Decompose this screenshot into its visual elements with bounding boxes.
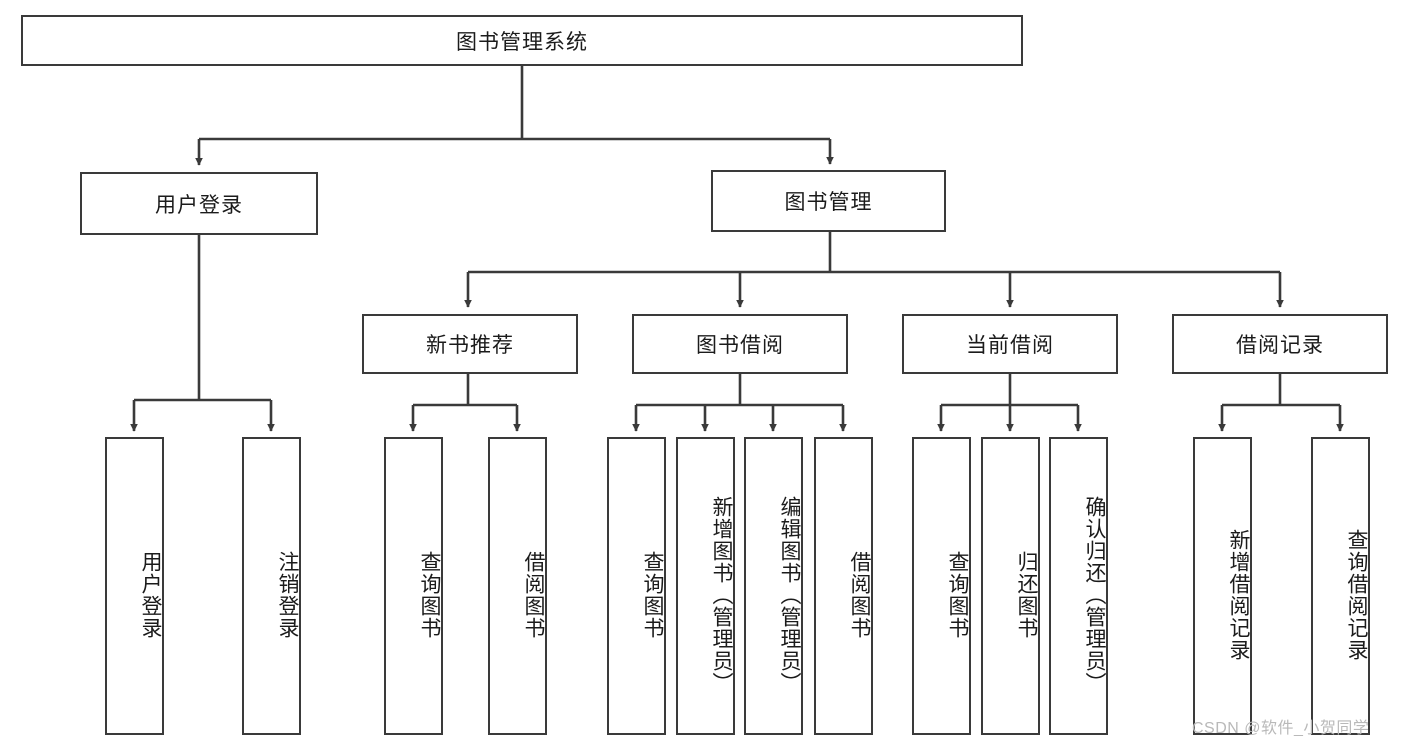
leaf-return-book[interactable]: 归还图书 (981, 437, 1040, 735)
leaf-query-book-1-label: 查询图书 (418, 551, 441, 639)
leaf-query-record[interactable]: 查询借阅记录 (1311, 437, 1370, 735)
node-user-login-label: 用户登录 (155, 193, 243, 217)
leaf-user-login-label: 用户登录 (139, 551, 162, 639)
node-root[interactable]: 图书管理系统 (21, 15, 1023, 66)
node-book-borrow-label: 图书借阅 (696, 334, 784, 357)
node-current-borrow-label: 当前借阅 (966, 334, 1054, 357)
node-book-manage[interactable]: 图书管理 (711, 170, 946, 232)
leaf-borrow-book-1[interactable]: 借阅图书 (488, 437, 547, 735)
leaf-confirm-return-label: 确认归还（管理员） (1083, 496, 1106, 694)
leaf-edit-book-label: 编辑图书（管理员） (778, 496, 801, 694)
node-book-borrow[interactable]: 图书借阅 (632, 314, 848, 374)
node-book-manage-label: 图书管理 (784, 191, 873, 214)
leaf-return-book-label: 归还图书 (1015, 551, 1038, 639)
leaf-query-book-3[interactable]: 查询图书 (912, 437, 971, 735)
leaf-add-book[interactable]: 新增图书（管理员） (676, 437, 735, 735)
leaf-query-book-2-label: 查询图书 (641, 551, 664, 639)
leaf-add-record-label: 新增借阅记录 (1227, 529, 1250, 661)
leaf-logout[interactable]: 注销登录 (242, 437, 301, 735)
node-current-borrow[interactable]: 当前借阅 (902, 314, 1118, 374)
leaf-confirm-return[interactable]: 确认归还（管理员） (1049, 437, 1108, 735)
leaf-borrow-book-2-label: 借阅图书 (848, 551, 871, 639)
leaf-borrow-book-2[interactable]: 借阅图书 (814, 437, 873, 735)
leaf-query-book-3-label: 查询图书 (946, 551, 969, 639)
leaf-query-book-1[interactable]: 查询图书 (384, 437, 443, 735)
node-new-book-recommend[interactable]: 新书推荐 (362, 314, 578, 374)
node-borrow-record[interactable]: 借阅记录 (1172, 314, 1388, 374)
leaf-query-record-label: 查询借阅记录 (1345, 529, 1368, 661)
leaf-query-book-2[interactable]: 查询图书 (607, 437, 666, 735)
node-new-book-recommend-label: 新书推荐 (426, 334, 514, 357)
node-root-label: 图书管理系统 (456, 30, 588, 54)
leaf-user-login[interactable]: 用户登录 (105, 437, 164, 735)
node-user-login[interactable]: 用户登录 (80, 172, 318, 235)
leaf-add-record[interactable]: 新增借阅记录 (1193, 437, 1252, 735)
csdn-watermark: CSDN @软件_小贺同学 (1192, 720, 1370, 737)
node-borrow-record-label: 借阅记录 (1236, 334, 1324, 357)
leaf-add-book-label: 新增图书（管理员） (710, 496, 733, 694)
leaf-logout-label: 注销登录 (276, 551, 299, 639)
leaf-borrow-book-1-label: 借阅图书 (522, 551, 545, 639)
leaf-edit-book[interactable]: 编辑图书（管理员） (744, 437, 803, 735)
